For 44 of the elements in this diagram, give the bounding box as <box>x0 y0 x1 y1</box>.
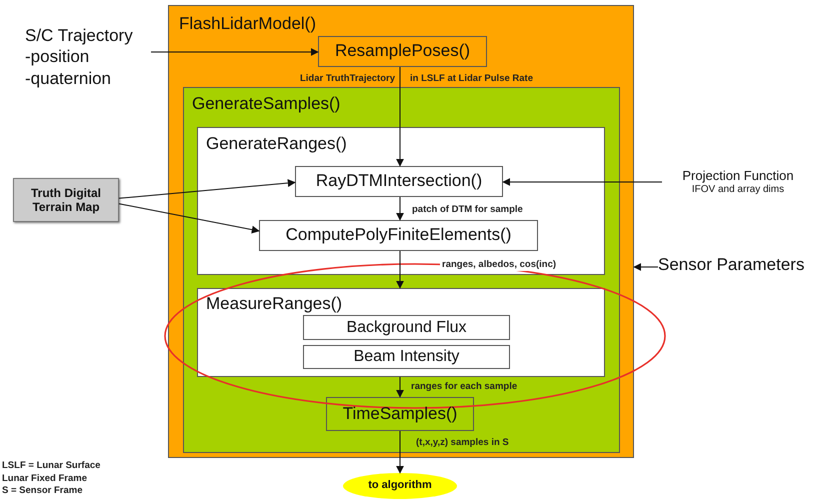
note-text: S = Sensor Frame <box>1 485 84 497</box>
input-box <box>13 178 119 222</box>
function-label: Beam Intensity <box>354 347 460 367</box>
function-box <box>303 345 510 369</box>
function-label: Truth Digital Terrain Map <box>30 186 102 214</box>
note-text: LSLF = Lunar Surface Lunar Fixed Frame <box>1 459 102 485</box>
module-box <box>168 5 634 458</box>
function-label: to algorithm <box>368 479 432 493</box>
function-box <box>326 397 474 431</box>
edge-label: patch of DTM for sample <box>410 204 525 216</box>
edge-label: ranges for each sample <box>409 381 520 393</box>
input-sublabel: IFOV and array dims <box>690 184 786 197</box>
arrow <box>150 48 319 56</box>
arrow <box>396 430 404 474</box>
arrow <box>396 376 404 398</box>
input-label: Sensor Parameters <box>658 255 828 279</box>
function-box <box>295 166 503 197</box>
function-box <box>259 220 538 251</box>
edge-label: Lidar TruthTrajectory <box>298 73 397 85</box>
function-label: RayDTMIntersection() <box>316 171 482 192</box>
arrow <box>396 196 404 221</box>
function-label: Background Flux <box>346 318 467 338</box>
arrow <box>502 178 662 186</box>
arrow <box>118 203 260 234</box>
function-box <box>318 36 487 67</box>
module-box <box>197 288 605 377</box>
input-label: Projection Function <box>681 168 795 184</box>
edge-label: ranges, albedos, cos(inc) <box>440 259 558 271</box>
module-box <box>197 127 605 275</box>
arrow <box>118 179 296 199</box>
function-label: ResamplePoses() <box>334 41 470 62</box>
function-box <box>303 315 510 340</box>
function-label: TimeSamples() <box>342 404 458 424</box>
module-box <box>183 87 620 453</box>
input-label: S/C Trajectory -position -quaternion <box>25 25 151 115</box>
module-title: GenerateSamples() <box>192 94 340 114</box>
function-label: ComputePolyFiniteElements() <box>286 225 512 246</box>
edge-label: (t,x,y,z) samples in S <box>414 437 511 449</box>
module-title: MeasureRanges() <box>206 294 342 314</box>
module-title: GenerateRanges() <box>206 134 347 154</box>
arrow <box>396 66 404 167</box>
arrow <box>633 263 658 271</box>
arrow <box>396 250 404 289</box>
module-title: FlashLidarModel() <box>179 14 316 34</box>
